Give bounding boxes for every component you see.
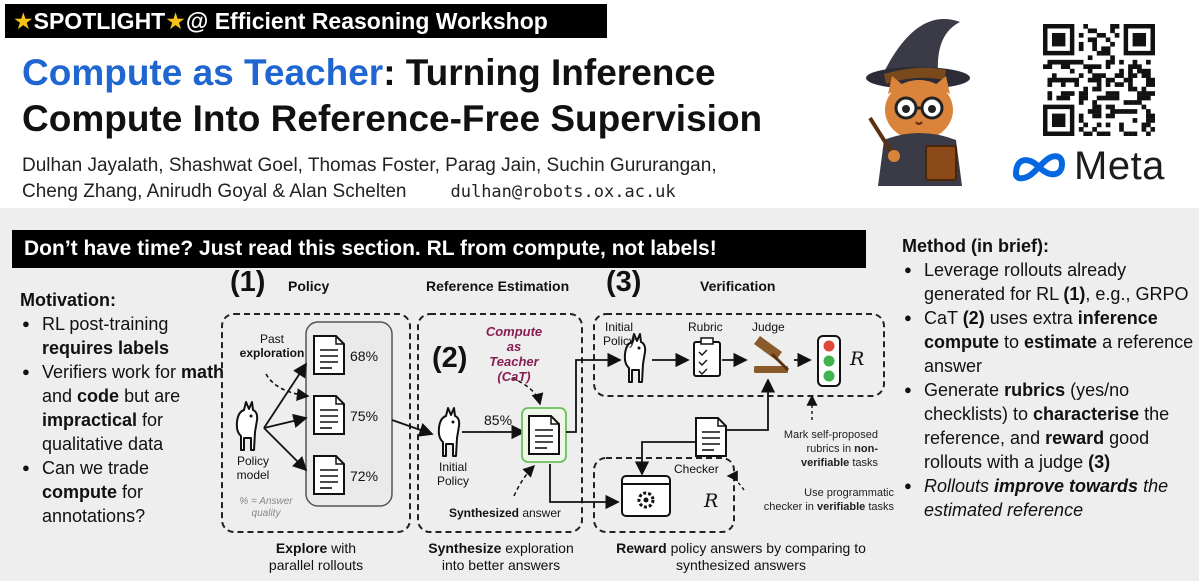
initial-policy-label-2: Initial Policy	[602, 320, 635, 348]
reference-quality: 85%	[484, 412, 513, 428]
tldr-banner: Don’t have time? Just read this section.…	[12, 230, 866, 268]
step2-number: (2)	[432, 342, 468, 374]
title-line2: Compute Into Reference-Free Supervision	[22, 98, 763, 139]
step3-rubric-box	[593, 313, 885, 397]
rollout-doc-icon	[313, 335, 345, 375]
contact-email[interactable]: dulhan@robots.ox.ac.uk	[450, 182, 676, 202]
rubric-label: Rubric	[688, 320, 723, 334]
meta-infinity-icon	[1012, 152, 1066, 181]
spotlight-label: SPOTLIGHT	[33, 8, 166, 34]
wizard-cat-mascot-icon	[866, 19, 970, 186]
meta-wordmark: Meta	[1074, 144, 1165, 188]
motivation-bullet: RL post-training requires labels	[20, 312, 225, 360]
qr-code-icon[interactable]	[1043, 24, 1155, 136]
authors-line1: Dulhan Jayalath, Shashwat Goel, Thomas F…	[22, 155, 717, 176]
step3-number: (3)	[606, 266, 642, 298]
policy-llama-icon	[235, 401, 259, 451]
step1-box	[221, 313, 411, 533]
traffic-light-icon	[817, 335, 841, 387]
rollout-doc-icon	[313, 455, 345, 495]
title-highlight: Compute as Teacher	[22, 52, 384, 93]
method-bullet: Leverage rollouts already generated for …	[902, 258, 1197, 306]
reference-doc-icon	[528, 415, 560, 455]
paper-title: Compute as Teacher: Turning Inference Co…	[22, 50, 882, 142]
motivation-title: Motivation:	[20, 290, 116, 310]
motivation-bullet: Verifiers work for math and code but are…	[20, 360, 225, 456]
answer-doc-icon	[695, 417, 727, 457]
summary-panel: Don’t have time? Just read this section.…	[0, 208, 1199, 581]
answer-quality-note: % = Answer quality	[239, 496, 293, 519]
method-bullet: CaT (2) uses extra inference compute to …	[902, 306, 1197, 378]
step2-title: Reference Estimation	[426, 278, 570, 294]
method-bullet: Generate rubrics (yes/no checklists) to …	[902, 378, 1197, 474]
rollout-quality-3: 72%	[350, 468, 379, 484]
motivation-bullet: Can we trade compute for annotations?	[20, 456, 225, 528]
method-title: Method (in brief):	[902, 236, 1049, 256]
checker-label: Checker	[674, 462, 719, 476]
rubric-clipboard-icon	[693, 341, 721, 377]
author-list: Dulhan Jayalath, Shashwat Goel, Thomas F…	[22, 153, 717, 205]
initial-policy-llama-icon	[437, 407, 461, 457]
reward-symbol: R	[850, 348, 865, 370]
star-icon: ★	[165, 8, 186, 34]
method-section: Method (in brief): Leverage rollouts alr…	[902, 234, 1197, 522]
spotlight-suffix: @ Efficient Reasoning Workshop	[185, 8, 548, 34]
rollout-quality-1: 68%	[350, 348, 379, 364]
policy-model-label: Policy model	[236, 454, 270, 482]
diagram-graphics	[221, 313, 885, 533]
synthesized-answer-label: Synthesized answer	[448, 506, 562, 520]
step3-title: Verification	[700, 278, 776, 294]
rollout-quality-2: 75%	[350, 408, 379, 424]
step1-title: Policy	[288, 278, 330, 294]
reward-symbol-2: R	[704, 490, 719, 512]
step3-checker-box	[593, 457, 735, 533]
title-line1-rest: : Turning Inference	[383, 52, 716, 93]
spotlight-banner: ★SPOTLIGHT★@ Efficient Reasoning Worksho…	[5, 4, 607, 38]
method-bullet: Rollouts improve towards the estimated r…	[902, 474, 1197, 522]
judge-gavel-icon	[754, 336, 790, 373]
judge-label: Judge	[752, 320, 785, 334]
initial-policy-label: Initial Policy	[436, 460, 469, 488]
authors-line2: Cheng Zhang, Anirudh Goyal & Alan Schelt…	[22, 181, 407, 202]
meta-logo: Meta	[1010, 144, 1165, 189]
step2-box	[417, 313, 583, 533]
step1-number: (1)	[230, 266, 266, 298]
star-icon: ★	[13, 8, 34, 34]
header: ★SPOTLIGHT★@ Efficient Reasoning Worksho…	[0, 0, 1199, 206]
checker-gear-icon	[621, 475, 671, 517]
motivation-section: Motivation: RL post-training requires la…	[20, 288, 225, 528]
rollout-doc-icon	[313, 395, 345, 435]
